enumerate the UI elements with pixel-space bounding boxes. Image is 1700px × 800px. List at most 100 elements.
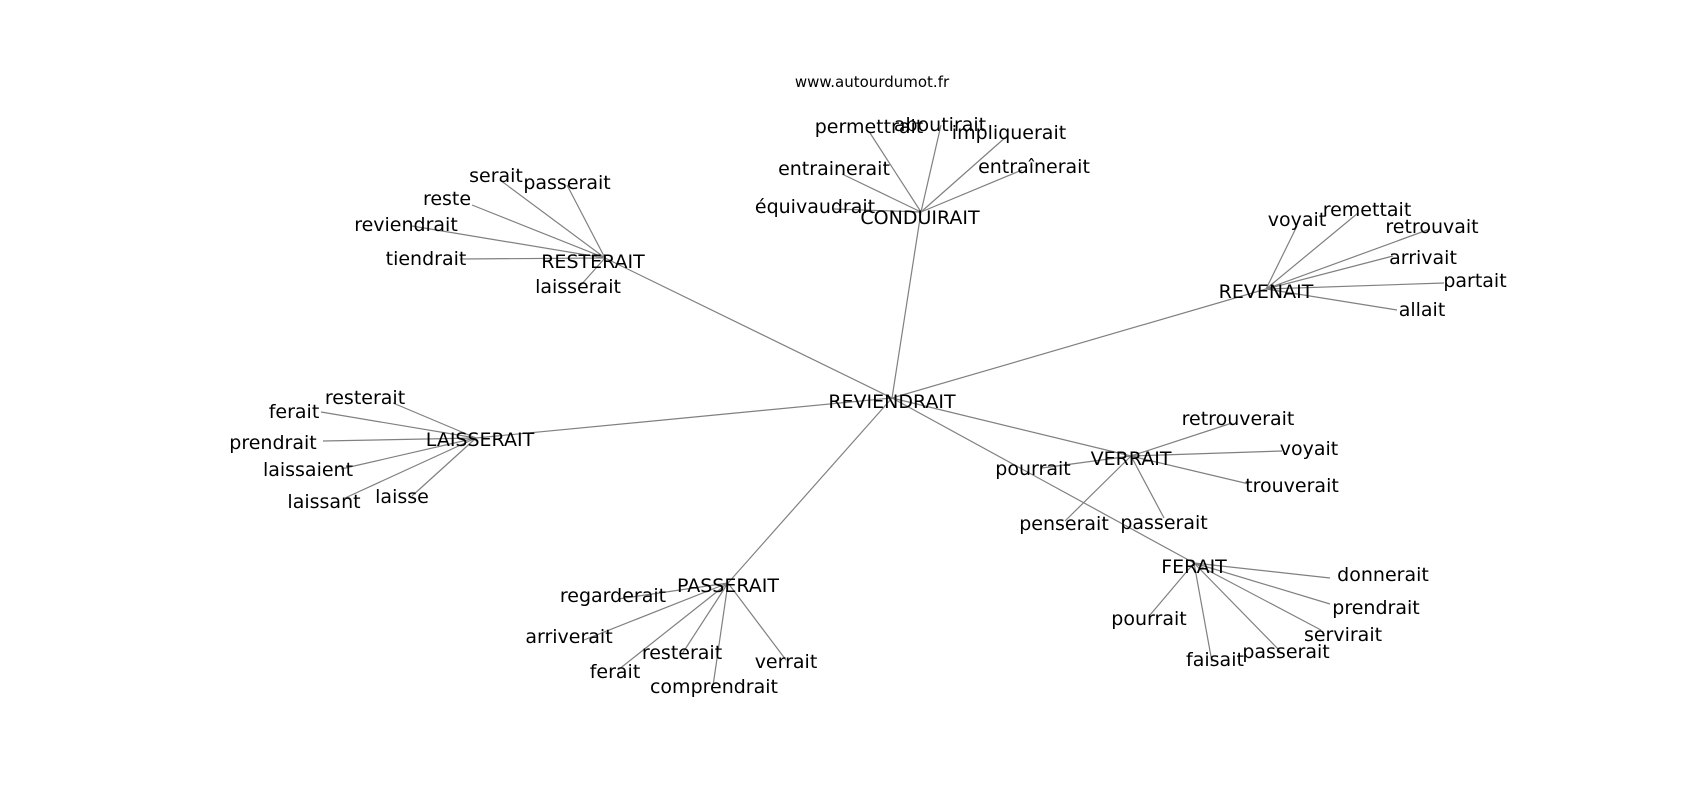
center-hub-edge bbox=[891, 397, 1195, 564]
hub-leaf-edge bbox=[681, 582, 729, 655]
source-url[interactable]: www.autourdumot.fr bbox=[795, 73, 950, 91]
leaf-word[interactable]: prendrait bbox=[1332, 597, 1419, 619]
leaf-word[interactable]: laissaient bbox=[263, 459, 353, 481]
hub-leaf-edge bbox=[1193, 562, 1331, 605]
hub-leaf-edge bbox=[1130, 450, 1283, 457]
leaf-word[interactable]: passerait bbox=[1242, 641, 1329, 663]
leaf-word[interactable]: passerait bbox=[523, 172, 610, 194]
hub-leaf-edge bbox=[920, 169, 1023, 213]
hub-leaf-edge bbox=[1149, 562, 1195, 616]
leaf-word[interactable]: donnerait bbox=[1337, 564, 1429, 586]
hub-leaf-edge bbox=[411, 437, 477, 497]
leaf-word[interactable]: équivaudrait bbox=[755, 196, 875, 218]
hub-leaf-edge bbox=[459, 257, 606, 260]
hub-leaf-edge bbox=[411, 225, 606, 259]
leaf-word[interactable]: pourrait bbox=[1111, 608, 1186, 630]
hub-leaf-edge bbox=[1130, 422, 1233, 457]
hub-leaf-edge bbox=[1193, 562, 1322, 631]
hub-leaf-edge bbox=[392, 402, 477, 439]
hub-label: LAISSERAIT bbox=[426, 429, 535, 451]
leaf-word[interactable]: ferait bbox=[269, 401, 320, 423]
hub-leaf-edge bbox=[712, 582, 729, 687]
leaf-word[interactable]: penserait bbox=[1019, 513, 1109, 535]
hub-leaf-edge bbox=[920, 124, 942, 213]
leaf-word[interactable]: reste bbox=[423, 188, 471, 210]
hub-leaf-edge bbox=[1265, 255, 1394, 290]
hub-leaf-edge bbox=[1193, 562, 1331, 579]
hub-leaf-edge bbox=[841, 173, 922, 213]
hub-leaf-edge bbox=[320, 411, 477, 439]
leaf-word[interactable]: laissant bbox=[287, 491, 360, 513]
hub-label: RESTERAIT bbox=[541, 251, 645, 273]
hub-leaf-edge bbox=[1265, 288, 1398, 311]
leaf-word[interactable]: voyait bbox=[1280, 438, 1338, 460]
hub-leaf-edge bbox=[727, 582, 787, 661]
hub-passerait[interactable]: PASSERAIT bbox=[677, 575, 779, 597]
hub-label: CONDUIRAIT bbox=[860, 207, 980, 229]
center-label: REVIENDRAIT bbox=[828, 391, 956, 413]
hub-leaf-edge bbox=[1193, 562, 1281, 652]
leaf-word[interactable]: resterait bbox=[325, 387, 405, 409]
leaf-word[interactable]: servirait bbox=[1304, 624, 1382, 646]
center-node[interactable]: REVIENDRAIT bbox=[828, 391, 956, 413]
hub-label: VERRAIT bbox=[1091, 448, 1172, 470]
leaf-word[interactable]: resterait bbox=[642, 642, 722, 664]
leaf-word[interactable]: retrouverait bbox=[1182, 408, 1295, 430]
hub-leaf-edge bbox=[920, 135, 1008, 213]
hub-leaf-edge bbox=[869, 132, 922, 213]
hub-leaf-edge bbox=[340, 437, 477, 470]
leaf-word[interactable]: passerait bbox=[1120, 512, 1207, 534]
leaf-word[interactable]: remettait bbox=[1323, 199, 1412, 221]
hub-verrait[interactable]: VERRAIT bbox=[1091, 448, 1172, 470]
center-hub-edge bbox=[475, 397, 893, 439]
hub-leaf-edge bbox=[499, 179, 606, 259]
hub-conduirait[interactable]: CONDUIRAIT bbox=[860, 207, 980, 229]
leaf-word[interactable]: partait bbox=[1443, 270, 1506, 292]
leaf-word[interactable]: entrainerait bbox=[778, 158, 890, 180]
hub-revenait[interactable]: REVENAIT bbox=[1219, 281, 1314, 303]
hub-label: REVENAIT bbox=[1219, 281, 1314, 303]
center-hub-edge bbox=[604, 257, 893, 399]
leaf-word[interactable]: prendrait bbox=[229, 432, 316, 454]
leaf-word[interactable]: serait bbox=[469, 165, 523, 187]
leaf-word[interactable]: arriverait bbox=[525, 626, 612, 648]
leaf-word[interactable]: pourrait bbox=[995, 458, 1070, 480]
leaf-word[interactable]: retrouvait bbox=[1385, 216, 1478, 238]
hub-leaf-edge bbox=[1130, 455, 1250, 485]
leaf-word[interactable]: voyait bbox=[1268, 209, 1326, 231]
center-hub-edge bbox=[891, 288, 1267, 399]
hub-leaf-edge bbox=[617, 582, 729, 600]
hub-laisserait[interactable]: LAISSERAIT bbox=[426, 429, 535, 451]
leaf-word[interactable]: comprendrait bbox=[650, 676, 778, 698]
leaf-word[interactable]: allait bbox=[1399, 299, 1446, 321]
hub-leaf-edge bbox=[1064, 455, 1132, 522]
hub-leaf-edge bbox=[344, 437, 477, 499]
leaf-word[interactable]: permettrait bbox=[815, 116, 924, 138]
hub-resterait[interactable]: RESTERAIT bbox=[541, 251, 645, 273]
hub-label: FERAIT bbox=[1161, 556, 1227, 578]
hub-leaf-edge bbox=[1265, 228, 1431, 290]
hub-leaf-edge bbox=[1041, 455, 1132, 469]
hub-leaf-edge bbox=[322, 437, 477, 442]
hub-leaf-edge bbox=[1130, 455, 1165, 519]
hub-leaf-edge bbox=[1265, 225, 1298, 290]
leaf-word[interactable]: laisserait bbox=[535, 276, 621, 298]
center-hub-edge bbox=[727, 397, 893, 584]
hub-ferait[interactable]: FERAIT bbox=[1161, 556, 1227, 578]
leaf-word[interactable]: impliquerait bbox=[952, 122, 1066, 144]
leaf-word[interactable]: ferait bbox=[590, 661, 641, 683]
leaf-word[interactable]: verrait bbox=[755, 651, 818, 673]
leaf-word[interactable]: reviendrait bbox=[354, 214, 458, 236]
leaf-word[interactable]: regarderait bbox=[560, 585, 666, 607]
leaf-word[interactable]: aboutirait bbox=[894, 114, 986, 136]
center-hub-edge bbox=[891, 397, 1132, 457]
leaf-word[interactable]: tiendrait bbox=[386, 248, 467, 270]
hub-leaf-edge bbox=[617, 582, 729, 671]
leaf-word[interactable]: laisse bbox=[375, 486, 429, 508]
leaf-word[interactable]: faisait bbox=[1186, 649, 1244, 671]
leaf-word[interactable]: entraînerait bbox=[978, 156, 1090, 178]
center-hub-edge bbox=[891, 211, 922, 399]
leaf-word[interactable]: arrivait bbox=[1389, 247, 1457, 269]
leaf-word[interactable]: trouverait bbox=[1245, 475, 1339, 497]
